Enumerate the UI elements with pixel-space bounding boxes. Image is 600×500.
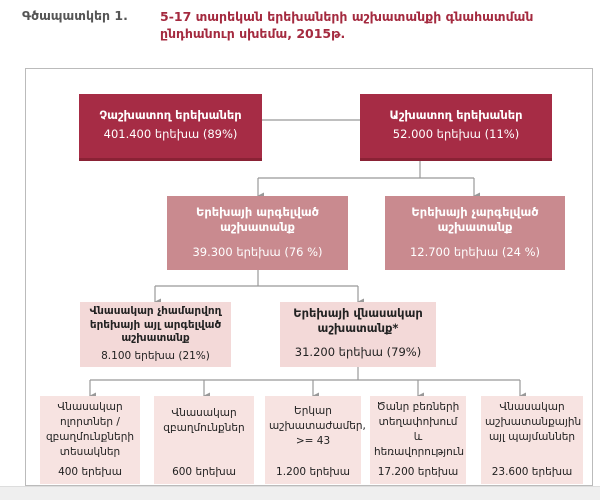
node-long-hours: Երկար աշխատաժամեր, >= 43 1.200 երեխա bbox=[265, 396, 366, 484]
node-value: 8.100 երեխա (21%) bbox=[101, 349, 210, 362]
node-other-forbidden-work: Վնասակար չհամարվող երեխայի այլ արգելված … bbox=[80, 302, 231, 367]
bottom-scroll-bar bbox=[0, 486, 600, 500]
node-title: Երկար աշխատաժամեր, >= 43 bbox=[269, 405, 366, 447]
node-title: Չաշխատող երեխաներ bbox=[99, 108, 242, 122]
node-title: Վնասակար զբաղմունքներ bbox=[163, 407, 245, 434]
diagram-frame bbox=[25, 68, 593, 486]
node-heavy-loads: Ծանր բեռների տեղափոխում և հեռավորություն… bbox=[370, 396, 466, 484]
figure-title: 5-17 տարեկան երեխաների աշխատանքի գնահատմ… bbox=[160, 9, 534, 41]
node-non-working-children: Չաշխատող երեխաներ 401.400 երեխա (89%) bbox=[79, 94, 262, 161]
node-hazardous-sectors: Վնասակար ոլորտներ / զբաղմունքների տեսակն… bbox=[40, 396, 140, 484]
node-title: Վնասակար չհամարվող երեխայի այլ արգելված … bbox=[89, 305, 222, 344]
node-value: 23.600 երեխա bbox=[491, 466, 573, 478]
node-value: 1.200 երեխա bbox=[276, 466, 350, 478]
node-value: 52.000 երեխա (11%) bbox=[392, 127, 520, 141]
node-title: Աշխատող երեխաներ bbox=[389, 108, 523, 122]
node-hazardous-occupations: Վնասակար զբաղմունքներ 600 երեխա bbox=[154, 396, 254, 484]
node-value: 31.200 երեխա (79%) bbox=[294, 345, 422, 359]
node-value: 400 երեխա bbox=[58, 466, 122, 478]
node-non-forbidden-work: Երեխայի չարգելված աշխատանք 12.700 երեխա … bbox=[385, 196, 565, 270]
node-other-hazardous-conditions: Վնասակար աշխատանքային այլ պայմաններ 23.6… bbox=[481, 396, 583, 484]
node-forbidden-work: Երեխայի արգելված աշխատանք 39.300 երեխա (… bbox=[167, 196, 348, 270]
node-value: 600 երեխա bbox=[172, 466, 236, 478]
node-title: Ծանր բեռների տեղափոխում և հեռավորություն bbox=[374, 401, 465, 458]
figure-label: Գծապատկեր 1. bbox=[22, 8, 128, 23]
node-hazardous-work: Երեխայի վնասակար աշխատանք* 31.200 երեխա … bbox=[280, 302, 436, 367]
node-value: 17.200 երեխա bbox=[377, 466, 459, 478]
node-title: Վնասակար ոլորտներ / զբաղմունքների տեսակն… bbox=[45, 401, 135, 458]
node-value: 401.400 երեխա (89%) bbox=[103, 127, 238, 141]
node-value: 12.700 երեխա (24 %) bbox=[409, 245, 541, 259]
node-value: 39.300 երեխա (76 %) bbox=[192, 245, 323, 259]
node-title: Վնասակար աշխատանքային այլ պայմաններ bbox=[485, 401, 582, 443]
node-title: Երեխայի չարգելված աշխատանք bbox=[411, 205, 539, 234]
node-title: Երեխայի արգելված աշխատանք bbox=[196, 205, 319, 234]
node-working-children: Աշխատող երեխաներ 52.000 երեխա (11%) bbox=[360, 94, 552, 161]
node-title: Երեխայի վնասակար աշխատանք* bbox=[293, 306, 423, 335]
